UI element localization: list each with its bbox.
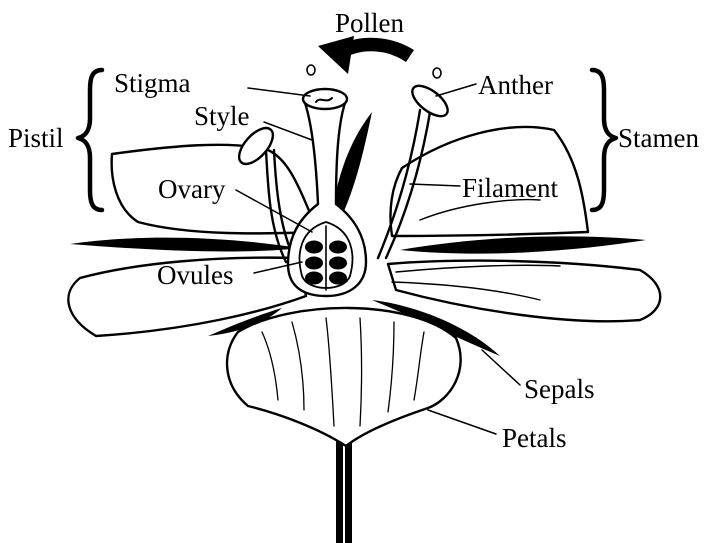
- stamen-label: Stamen: [618, 125, 699, 152]
- pollen-label: Pollen: [335, 10, 404, 37]
- pistil-brace: [78, 70, 102, 210]
- pistil-label: Pistil: [8, 125, 64, 152]
- sepals-label: Sepals: [524, 376, 595, 403]
- stamen-brace: [592, 70, 616, 210]
- ovules-label: Ovules: [157, 262, 234, 289]
- pollen-grain-right: [433, 68, 441, 78]
- pollen-arrowhead: [318, 36, 354, 74]
- sepal-right: [400, 236, 646, 253]
- ovary-label: Ovary: [158, 176, 225, 203]
- petals-label: Petals: [502, 425, 567, 452]
- sepal-left: [70, 238, 300, 252]
- anther-label: Anther: [478, 72, 553, 99]
- pollen-grain-left: [307, 65, 315, 75]
- filament-label: Filament: [462, 175, 558, 202]
- stigma-label: Stigma: [114, 70, 191, 97]
- stigma: [303, 89, 347, 109]
- style-label: Style: [194, 103, 250, 130]
- petal-front: [227, 308, 461, 446]
